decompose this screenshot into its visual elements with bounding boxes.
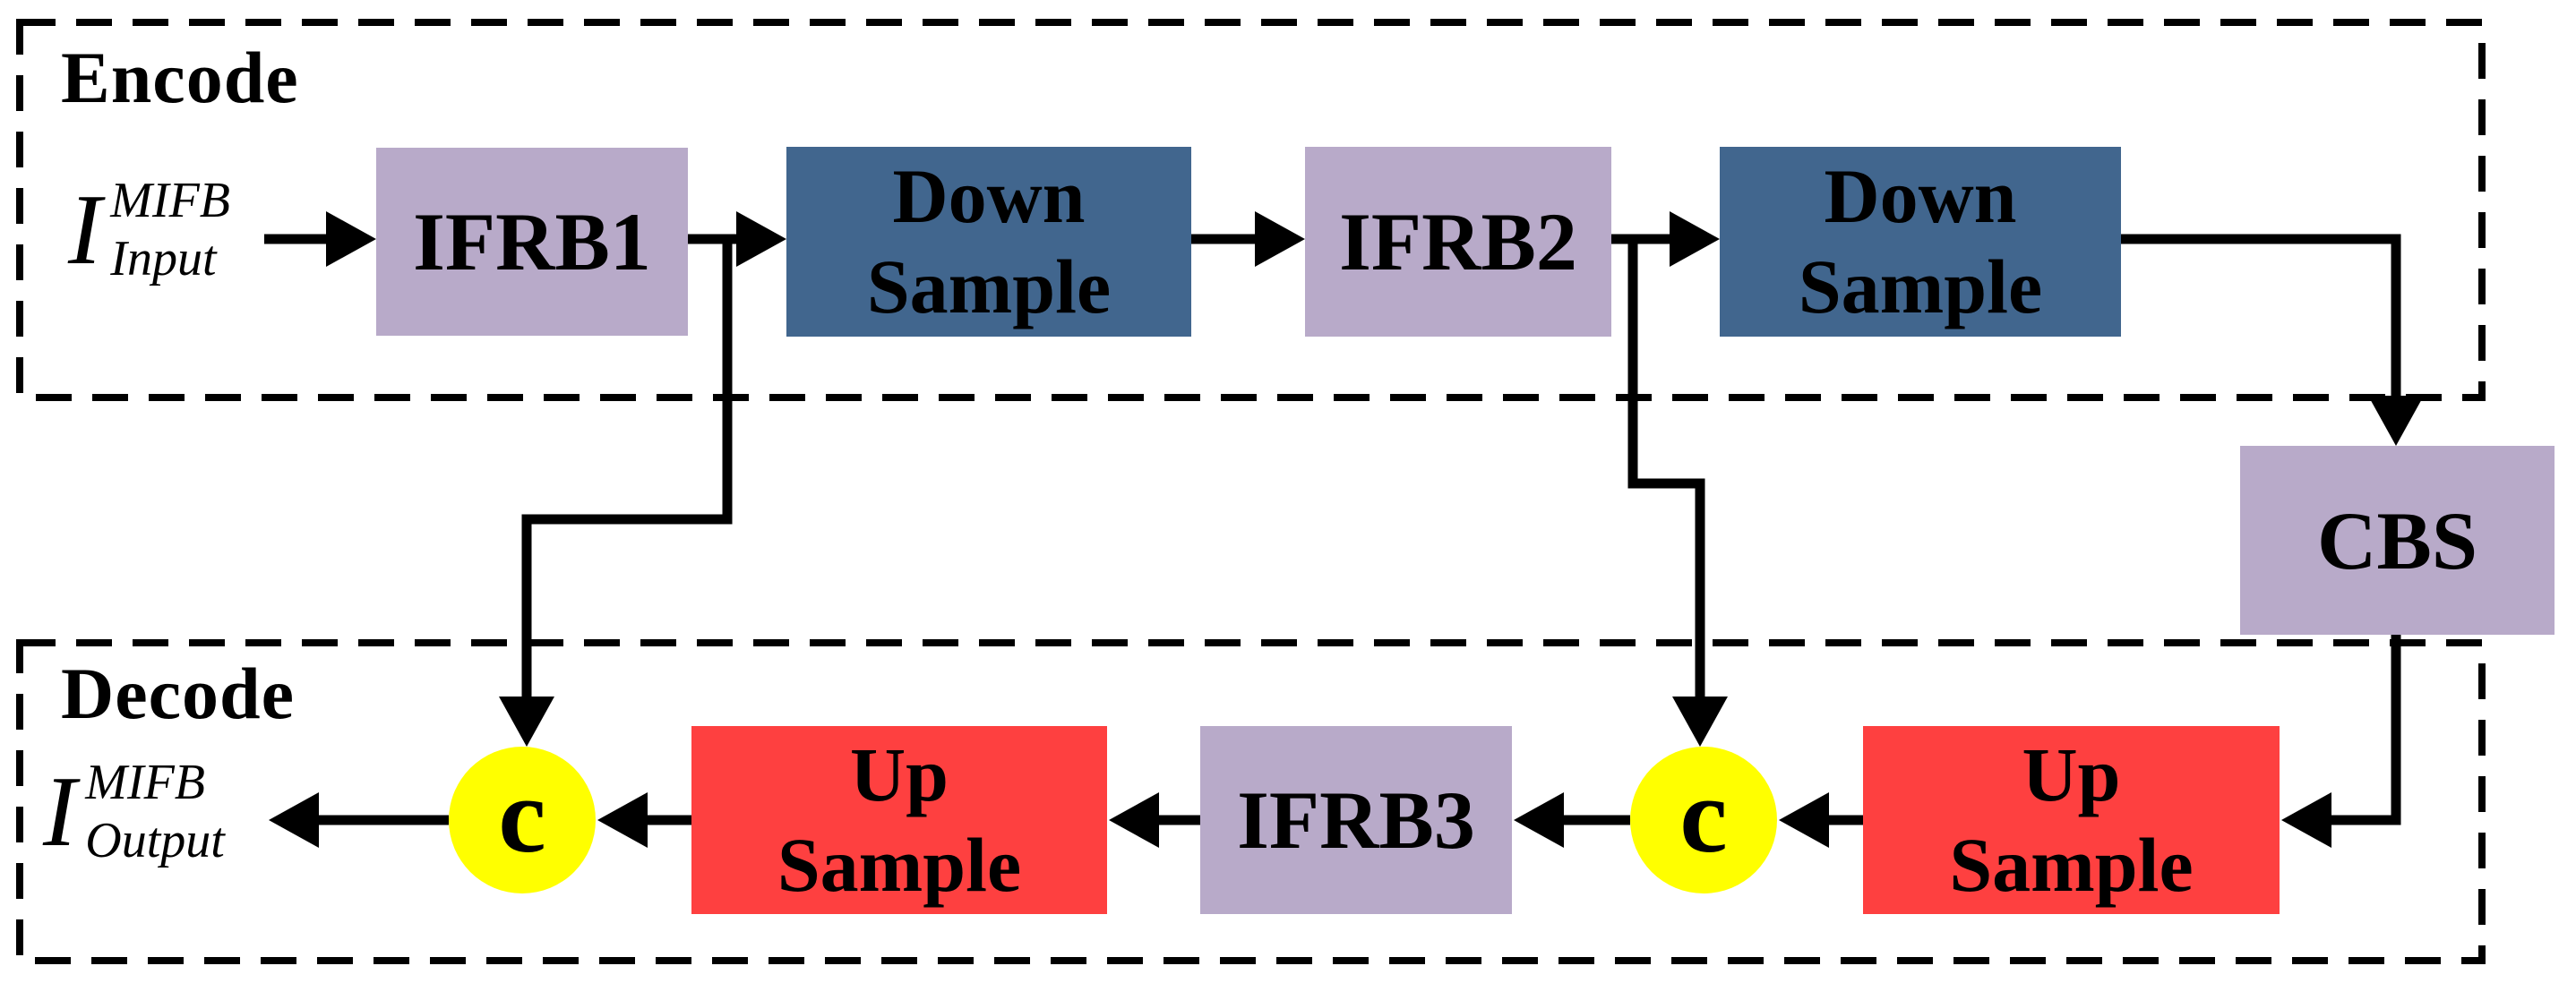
ifrb3-block-label: IFRB3 [1237, 774, 1475, 866]
upsample2-label-line2: Sample [1949, 822, 2194, 908]
output-label-subscript: Output [85, 813, 225, 869]
concat2-node-label: c [1679, 756, 1728, 875]
cbs-block: CBS [2240, 446, 2555, 635]
upsample2-block: Up Sample [1863, 726, 2280, 914]
arrow-concat1-to-output [269, 792, 449, 848]
downsample2-label-line2: Sample [1798, 244, 2043, 329]
arrow-downsample2-to-cbs [2121, 234, 2424, 446]
downsample2-block: Down Sample [1720, 147, 2121, 337]
arrow-input-to-ifrb1 [264, 211, 376, 267]
output-label-superscript: MIFB [85, 755, 206, 810]
upsample1-label-line2: Sample [777, 822, 1022, 908]
output-label-scripts: MIFB Output [85, 755, 225, 869]
arrow-upsample1-to-concat1 [597, 792, 691, 848]
arrow-cbs-to-upsample2 [2281, 635, 2401, 848]
concat2-node: c [1630, 747, 1777, 893]
downsample1-label-line2: Sample [866, 244, 1112, 329]
ifrb2-block-label: IFRB2 [1339, 196, 1577, 287]
arrow-ifrb1-to-downsample1 [688, 211, 786, 267]
encode-region-title: Encode [61, 37, 299, 118]
input-label-superscript: MIFB [110, 173, 231, 228]
arrow-ifrb3-to-upsample1 [1109, 792, 1200, 848]
downsample1-label-line1: Down [892, 153, 1086, 239]
cbs-block-label: CBS [2317, 494, 2477, 586]
skip-connection-ifrb2-to-concat2 [1627, 239, 1728, 747]
decode-region-title: Decode [61, 653, 296, 734]
ifrb1-block: IFRB1 [376, 148, 688, 336]
output-label: I MIFB Output [43, 755, 225, 869]
arrow-ifrb2-to-downsample2 [1611, 211, 1720, 267]
upsample2-label-line1: Up [2022, 731, 2121, 817]
upsample1-label-line1: Up [850, 731, 949, 817]
arrow-downsample1-to-ifrb2 [1191, 211, 1305, 267]
concat1-node: c [449, 747, 596, 893]
input-label-subscript: Input [110, 231, 217, 287]
concat1-node-label: c [498, 756, 546, 875]
upsample1-block: Up Sample [691, 726, 1107, 914]
input-label-scripts: MIFB Input [110, 175, 230, 285]
downsample2-label-line1: Down [1824, 153, 2017, 239]
ifrb3-block: IFRB3 [1200, 726, 1512, 914]
output-label-base: I [43, 756, 77, 868]
ifrb1-block-label: IFRB1 [413, 196, 651, 287]
input-label: I MIFB Input [68, 175, 230, 285]
input-label-base: I [68, 175, 102, 286]
arrow-upsample2-to-concat2 [1779, 792, 1863, 848]
arrow-concat2-to-ifrb3 [1514, 792, 1630, 848]
ifrb2-block: IFRB2 [1305, 147, 1611, 337]
downsample1-block: Down Sample [786, 147, 1191, 337]
